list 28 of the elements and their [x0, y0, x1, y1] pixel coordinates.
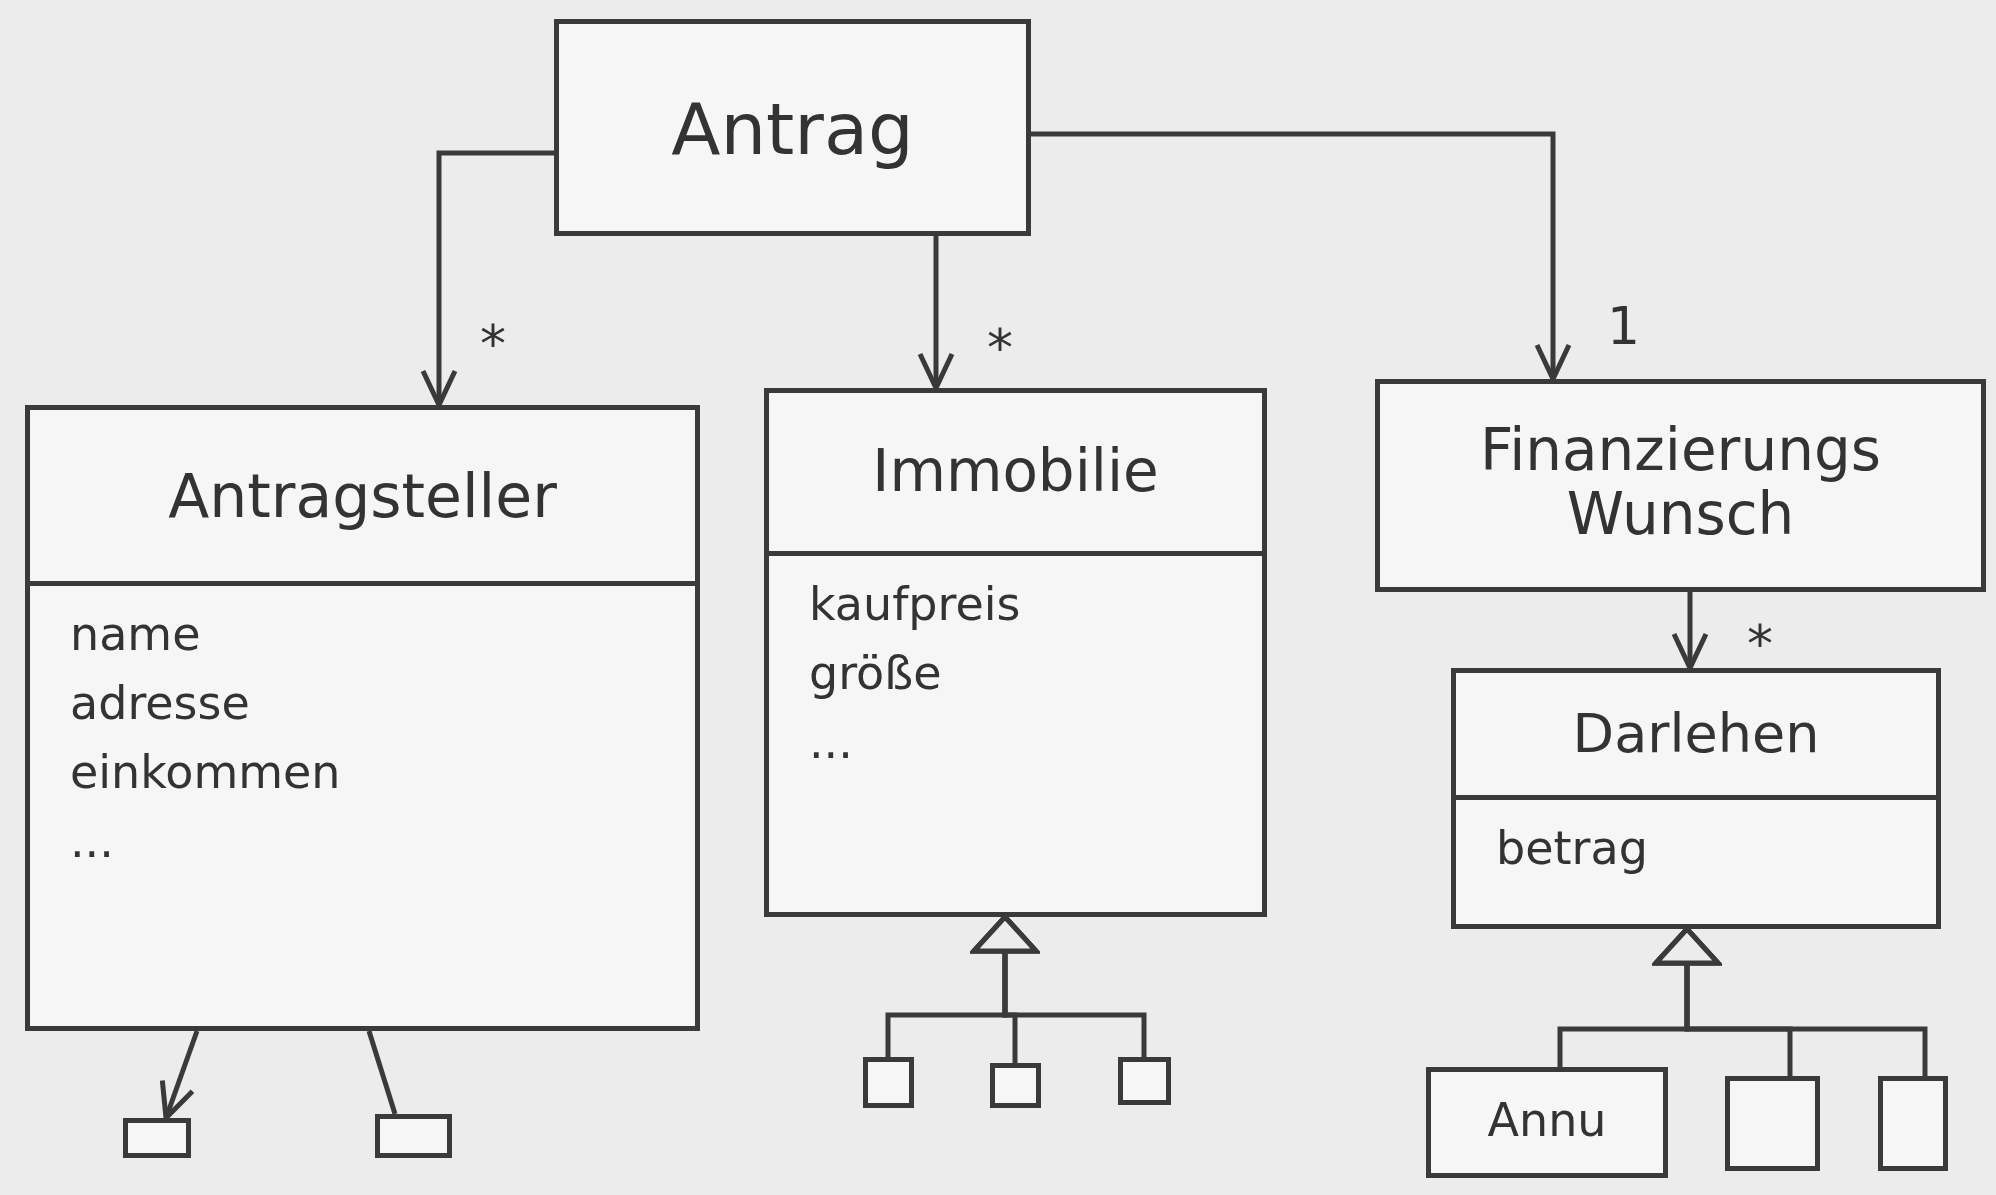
class-name: Immobilie — [769, 393, 1262, 556]
class-box — [1426, 1067, 1668, 1178]
class-box — [1375, 379, 1986, 592]
class-box — [1451, 668, 1941, 929]
class-box — [123, 1118, 191, 1158]
attribute-text: ... — [69, 813, 115, 870]
class-box — [1118, 1057, 1171, 1105]
class-name: Antragsteller — [30, 410, 695, 586]
class-name: Finanzierungs Wunsch — [1479, 415, 1882, 550]
attribute-text: betrag — [1495, 820, 1649, 877]
class-name: Annu — [1486, 1091, 1608, 1149]
attribute-text: größe — [808, 645, 943, 702]
attribute-text: ... — [808, 714, 854, 771]
class-name: Darlehen — [1456, 673, 1936, 800]
class-box — [863, 1057, 914, 1108]
class-box — [1878, 1076, 1948, 1171]
attribute-text: name — [69, 606, 202, 663]
attribute-text: einkommen — [69, 744, 342, 801]
class-box — [764, 388, 1267, 917]
connector-line — [366, 1030, 398, 1115]
class-box — [990, 1063, 1041, 1108]
class-name: Antrag — [670, 86, 915, 174]
class-box — [375, 1114, 452, 1158]
class-box — [25, 405, 700, 1031]
attribute-text: kaufpreis — [808, 576, 1022, 633]
attribute-text: adresse — [69, 675, 251, 732]
class-box — [554, 19, 1031, 236]
class-box — [1725, 1076, 1820, 1171]
